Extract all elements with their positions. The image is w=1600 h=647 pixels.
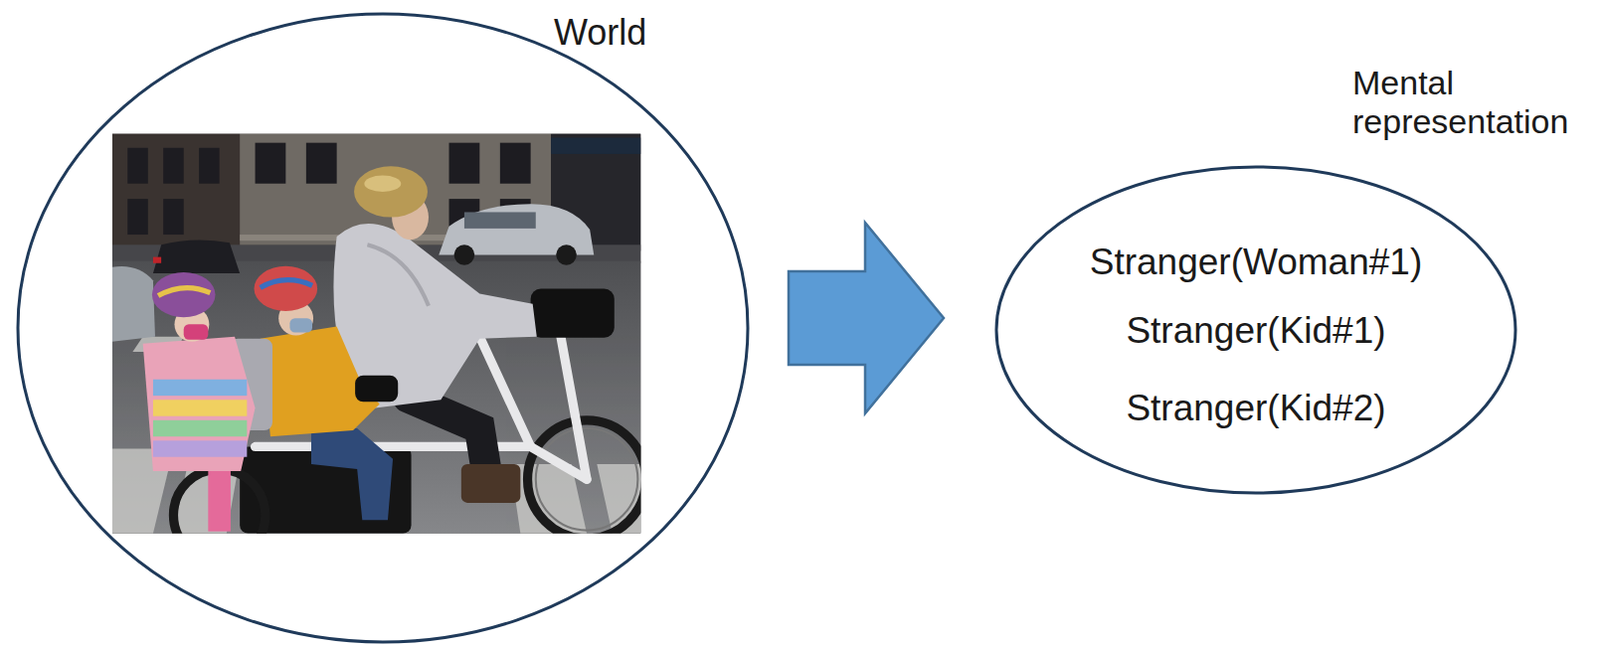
ellipse-outline: [15, 11, 750, 645]
predicate-text: Stranger(Kid#2): [994, 387, 1518, 431]
world-ellipse: World: [15, 11, 750, 645]
block-arrow: [788, 222, 944, 414]
region-heading: World: [553, 11, 647, 53]
region-heading: Mental representation: [1352, 63, 1600, 142]
ellipse-shape: [17, 13, 748, 643]
predicate-text: Stranger(Woman#1): [994, 241, 1518, 285]
representation-ellipse: Mental representationStranger(Woman#1)St…: [994, 165, 1518, 496]
predicate-text: Stranger(Kid#1): [994, 310, 1518, 354]
